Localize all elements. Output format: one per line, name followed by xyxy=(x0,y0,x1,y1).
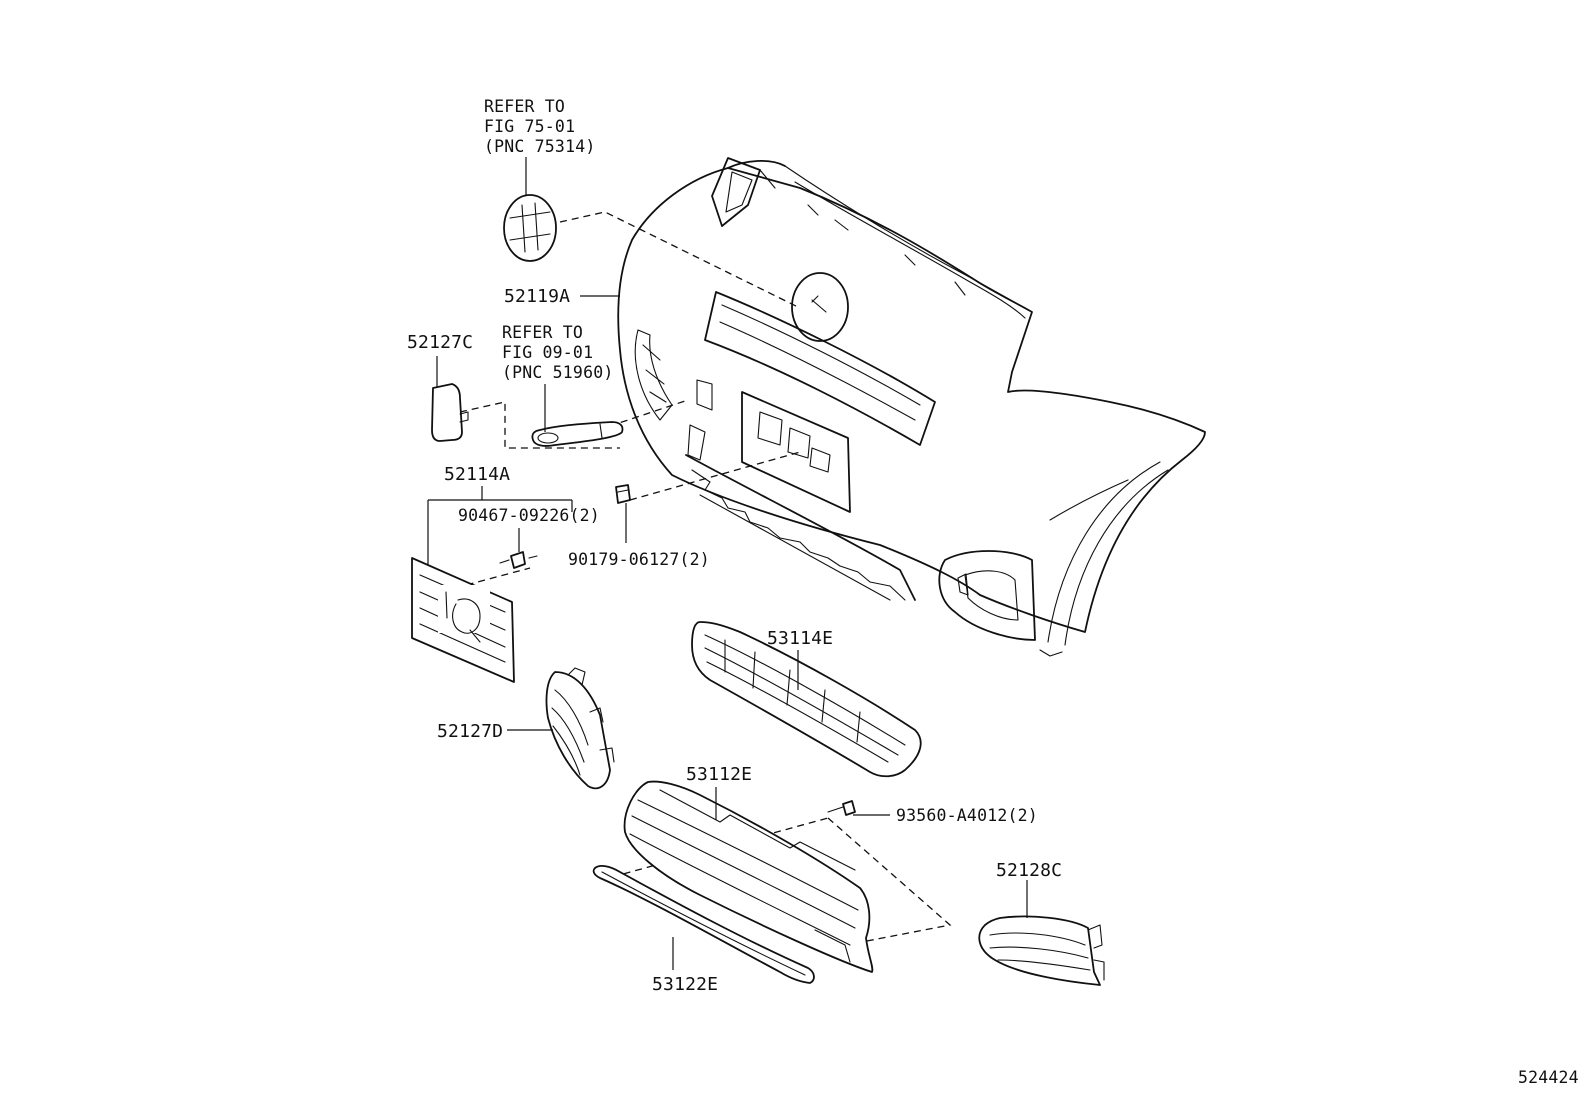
clip-90467-illustration xyxy=(499,551,538,569)
grille-53112e-illustration xyxy=(623,780,874,973)
refer-note-line2: FIG 09-01 xyxy=(502,343,593,362)
fog-lamp-cover-left-illustration xyxy=(545,667,615,790)
refer-note-line3: (PNC 51960) xyxy=(502,363,613,382)
refer-note-line3: (PNC 75314) xyxy=(484,137,595,156)
grille-53114e-illustration xyxy=(691,621,922,778)
refer-note-tow-hook: REFER TO FIG 09-01 (PNC 51960) xyxy=(502,323,613,382)
part-label-90179-06127: 90179-06127(2) xyxy=(568,550,710,569)
part-label-93560-a4012: 93560-A4012(2) xyxy=(896,806,1038,825)
license-plate-bracket-illustration xyxy=(411,557,515,683)
emblem-illustration xyxy=(503,194,557,262)
moulding-53122e-illustration xyxy=(592,865,815,984)
part-label-52114a: 52114A xyxy=(444,464,510,485)
part-label-53112e: 53112E xyxy=(686,764,752,785)
bolt-93560-illustration xyxy=(827,800,856,816)
part-label-52119a: 52119A xyxy=(504,286,570,307)
refer-note-line1: REFER TO xyxy=(484,97,565,116)
tow-hook-cap-illustration xyxy=(431,383,469,442)
part-label-90467-09226: 90467-09226(2) xyxy=(458,506,600,525)
fog-lamp-cover-right-illustration xyxy=(978,915,1105,986)
refer-note-line2: FIG 75-01 xyxy=(484,117,575,136)
tow-hook-illustration xyxy=(531,421,624,447)
refer-note-line1: REFER TO xyxy=(502,323,583,342)
part-label-53122e: 53122E xyxy=(652,974,718,995)
part-label-52127c: 52127C xyxy=(407,332,473,353)
part-label-53114e: 53114E xyxy=(767,628,833,649)
leader-lines xyxy=(427,157,1028,970)
refer-note-emblem: REFER TO FIG 75-01 (PNC 75314) xyxy=(484,97,595,156)
part-label-52127d: 52127D xyxy=(437,721,503,742)
nut-90179-illustration xyxy=(615,484,631,504)
part-label-52128c: 52128C xyxy=(996,860,1062,881)
bumper-cover-illustration xyxy=(617,157,1206,657)
figure-number: 524424 xyxy=(1518,1068,1579,1087)
